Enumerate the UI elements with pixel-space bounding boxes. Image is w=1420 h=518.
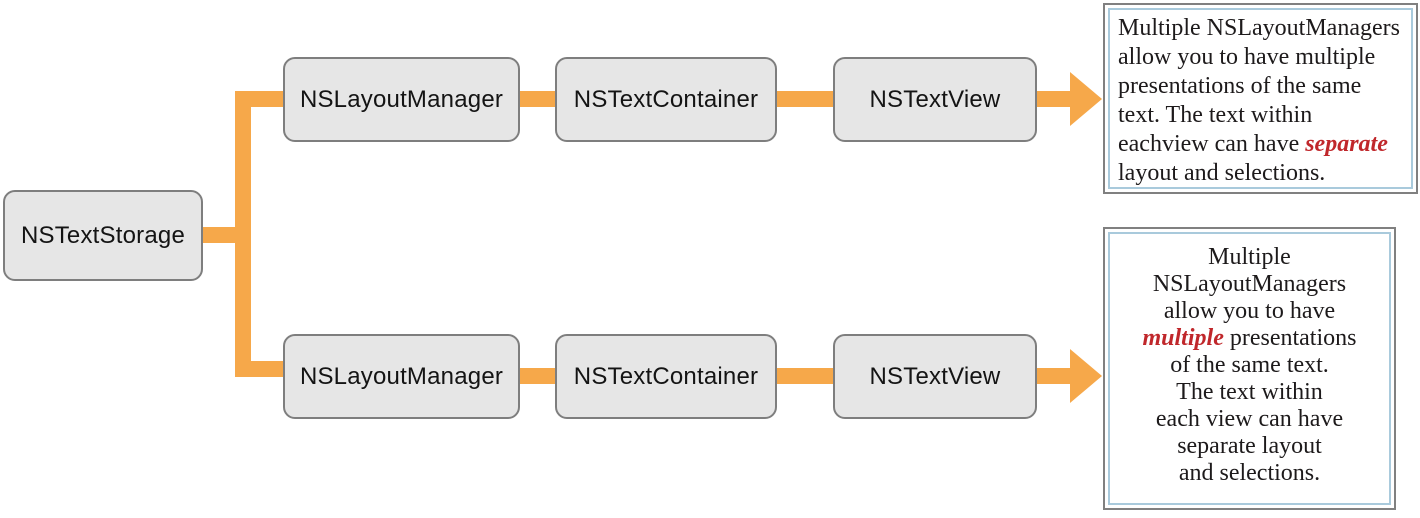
text-segment: each view can have: [1155, 406, 1344, 432]
text-segment: and selections.: [1178, 460, 1321, 486]
text-line: The text within: [1114, 379, 1385, 406]
text-line: separate layout: [1114, 433, 1385, 460]
text-segment: eachview can have: [1118, 131, 1306, 157]
text-line: Multiple: [1114, 244, 1385, 271]
node-nstextview-bottom-label: NSTextView: [869, 362, 1001, 390]
text-segment: NSLayoutManagers: [1152, 271, 1347, 297]
node-nslayoutmanager-top: NSLayoutManager: [283, 57, 520, 142]
text-line: allow you to have: [1114, 298, 1385, 325]
text-line: of the same text.: [1114, 352, 1385, 379]
connector-bottom-tc-tv: [777, 368, 833, 384]
node-nstextview-top: NSTextView: [833, 57, 1037, 142]
text-segment: allow you to have multiple: [1118, 44, 1376, 70]
text-line: presentations of the same: [1118, 72, 1403, 101]
text-line: eachview can have separate: [1118, 130, 1403, 159]
text-segment: text. The text within: [1118, 102, 1313, 128]
text-segment: The text within: [1176, 379, 1323, 405]
node-nstextcontainer-top-label: NSTextContainer: [573, 85, 759, 113]
text-line: allow you to have multiple: [1118, 43, 1403, 72]
node-nslayoutmanager-bottom: NSLayoutManager: [283, 334, 520, 419]
text-line: text. The text within: [1118, 101, 1403, 130]
emphasized-word: multiple: [1142, 325, 1224, 351]
node-nstextcontainer-bottom-label: NSTextContainer: [573, 362, 759, 390]
arrow-bottom-shaft: [1037, 368, 1071, 384]
emphasized-word: separate: [1305, 131, 1388, 157]
textbox-top: Multiple NSLayoutManagers allow you to ha…: [1103, 3, 1418, 194]
node-nstextcontainer-bottom: NSTextContainer: [555, 334, 777, 419]
textbox-top-text: Multiple NSLayoutManagers allow you to ha…: [1108, 8, 1413, 189]
text-line: and selections.: [1114, 460, 1385, 487]
arrow-right-icon: [1070, 72, 1102, 126]
connector-elbow-bottom: [251, 361, 283, 377]
text-line: NSLayoutManagers: [1114, 271, 1385, 298]
node-nstextcontainer-top: NSTextContainer: [555, 57, 777, 142]
text-line: multiple presentations: [1114, 325, 1385, 352]
connector-elbow-top: [251, 91, 283, 107]
text-line: Multiple NSLayoutManagers: [1118, 14, 1403, 43]
connector-top-tc-tv: [777, 91, 833, 107]
text-segment: allow you to have: [1163, 298, 1336, 324]
text-line: each view can have: [1114, 406, 1385, 433]
connector-trunk: [235, 91, 251, 377]
text-segment: of the same text.: [1170, 352, 1329, 378]
arrow-right-icon: [1070, 349, 1102, 403]
text-line: layout and selections.: [1118, 159, 1403, 187]
text-segment: Multiple NSLayoutManagers: [1118, 15, 1400, 41]
node-nslayoutmanager-bottom-label: NSLayoutManager: [299, 362, 504, 390]
node-nslayoutmanager-top-label: NSLayoutManager: [299, 85, 504, 113]
connector-root-out: [203, 227, 235, 243]
text-segment: separate layout: [1177, 433, 1322, 459]
node-nstextstorage-label: NSTextStorage: [20, 221, 185, 249]
node-nstextview-top-label: NSTextView: [869, 85, 1001, 113]
node-nstextview-bottom: NSTextView: [833, 334, 1037, 419]
text-segment: layout and selections.: [1118, 160, 1326, 186]
connector-bottom-lm-tc: [520, 368, 555, 384]
node-nstextstorage: NSTextStorage: [3, 190, 203, 281]
arrow-top-shaft: [1037, 91, 1071, 107]
text-segment: Multiple: [1208, 244, 1291, 270]
connector-top-lm-tc: [520, 91, 555, 107]
text-segment: presentations: [1223, 325, 1357, 351]
text-segment: presentations of the same: [1118, 73, 1362, 99]
